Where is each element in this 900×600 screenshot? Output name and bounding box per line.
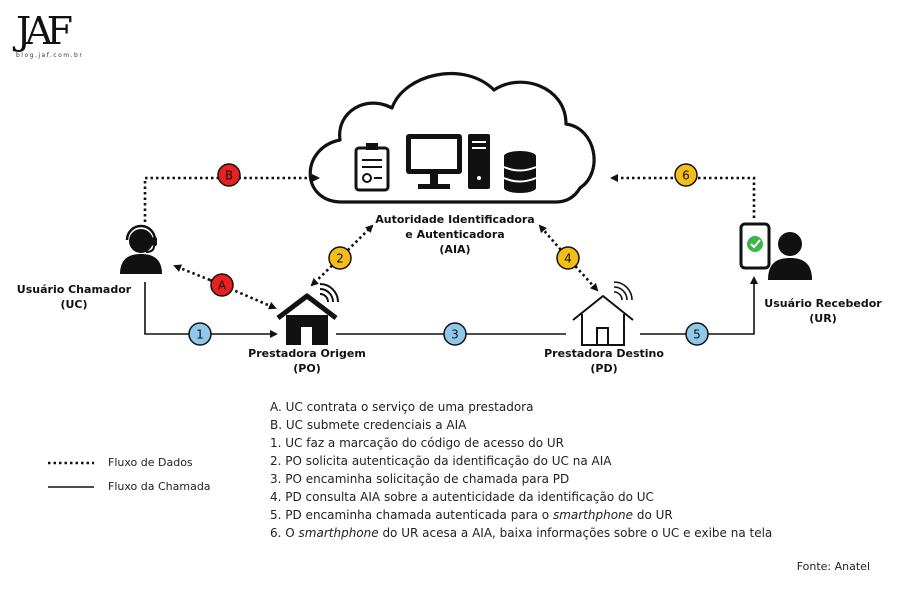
ur-label: Usuário Recebedor (UR) [758, 296, 888, 326]
po-abbr: (PO) [293, 362, 321, 375]
step-marker: 5. [270, 508, 286, 522]
po-label: Prestadora Origem (PO) [240, 346, 374, 376]
step-item: 3. PO encaminha solicitação de chamada p… [270, 470, 772, 488]
computer-icon [406, 134, 490, 189]
steps-list: A. UC contrata o serviço de uma prestado… [270, 398, 772, 542]
step-marker: 6. [270, 526, 286, 540]
step-badge-1: 1 [188, 322, 212, 346]
step-item: 4. PD consulta AIA sobre a autenticidade… [270, 488, 772, 506]
step-item: 1. UC faz a marcação do código de acesso… [270, 434, 772, 452]
step-text: do UR acesa a AIA, baixa informações sob… [378, 526, 773, 540]
step-badge-2: 2 [328, 246, 352, 270]
step-text: do UR [633, 508, 673, 522]
logo-url: blog.jaf.com.br [16, 52, 84, 59]
step-text: UC submete credenciais a AIA [285, 418, 467, 432]
step-text: UC faz a marcação do código de acesso do… [285, 436, 565, 450]
step-badge-6: 6 [674, 163, 698, 187]
logo-mark: JAF [16, 9, 73, 53]
pd-abbr: (PD) [590, 362, 618, 375]
step-marker: 4. [270, 490, 286, 504]
destination-house-icon [572, 281, 634, 346]
step-badge-label: 1 [196, 328, 204, 342]
step-badge-4: 4 [556, 246, 580, 270]
step-item: A. UC contrata o serviço de uma prestado… [270, 398, 772, 416]
ur-abbr: (UR) [809, 312, 837, 325]
step-item: 5. PD encaminha chamada autenticada para… [270, 506, 772, 524]
step-marker: A. [270, 400, 286, 414]
step-item: 6. O smarthphone do UR acesa a AIA, baix… [270, 524, 772, 542]
flow-1 [144, 282, 278, 338]
step-badge-label: 5 [693, 328, 701, 342]
flow-6 [610, 174, 756, 218]
step-text: PD encaminha chamada autenticada para o [285, 508, 553, 522]
step-marker: 1. [270, 436, 286, 450]
caller-headset-icon [120, 224, 162, 274]
step-badge-3: 3 [443, 322, 467, 346]
step-text: smarthphone [552, 508, 634, 522]
step-text: PO solicita autenticação da identificaçã… [285, 454, 612, 468]
source-credit: Fonte: Anatel [796, 560, 870, 573]
step-badge-label: 3 [451, 328, 459, 342]
id-card-icon [354, 143, 390, 192]
step-badge-label: 6 [682, 169, 690, 183]
jaf-logo: JAF blog.jaf.com.br [16, 12, 83, 59]
step-badge-label: 2 [336, 252, 344, 266]
flow-a-1 [173, 264, 211, 282]
step-text: PO encaminha solicitação de chamada para… [285, 472, 570, 486]
uc-label: Usuário Chamador (UC) [14, 282, 134, 312]
pd-name: Prestadora Destino [544, 347, 664, 360]
step-item: B. UC submete credenciais a AIA [270, 416, 772, 434]
aia-abbr: (AIA) [439, 243, 471, 256]
step-text: UC contrata o serviço de uma prestadora [285, 400, 534, 414]
aia-name: Autoridade Identificadora e Autenticador… [375, 213, 535, 241]
flow-b [143, 174, 320, 222]
step-badge-label: A [218, 279, 227, 293]
legend-call-flow: Fluxo da Chamada [108, 480, 211, 493]
pd-label: Prestadora Destino (PD) [534, 346, 674, 376]
step-text: smarthphone [298, 526, 379, 540]
step-marker: 2. [270, 454, 286, 468]
flow-5 [640, 276, 758, 335]
origin-house-icon [276, 283, 339, 345]
receiver-phone-icon [739, 222, 812, 280]
step-badge-label: B [225, 169, 233, 183]
step-badge-5: 5 [685, 322, 709, 346]
step-badge-label: 4 [564, 252, 572, 266]
step-marker: B. [270, 418, 286, 432]
aia-label: Autoridade Identificadora e Autenticador… [360, 212, 550, 257]
po-name: Prestadora Origem [248, 347, 366, 360]
step-badge-b: B [217, 163, 241, 187]
step-marker: 3. [270, 472, 286, 486]
uc-name: Usuário Chamador [16, 283, 132, 296]
legend-data-flow: Fluxo de Dados [108, 456, 193, 469]
uc-abbr: (UC) [60, 298, 88, 311]
ur-name: Usuário Recebedor [764, 297, 882, 310]
step-badge-a: A [210, 273, 234, 297]
step-text: PD consulta AIA sobre a autenticidade da… [285, 490, 654, 504]
database-icon [503, 151, 537, 193]
step-text: O [285, 526, 299, 540]
step-item: 2. PO solicita autenticação da identific… [270, 452, 772, 470]
